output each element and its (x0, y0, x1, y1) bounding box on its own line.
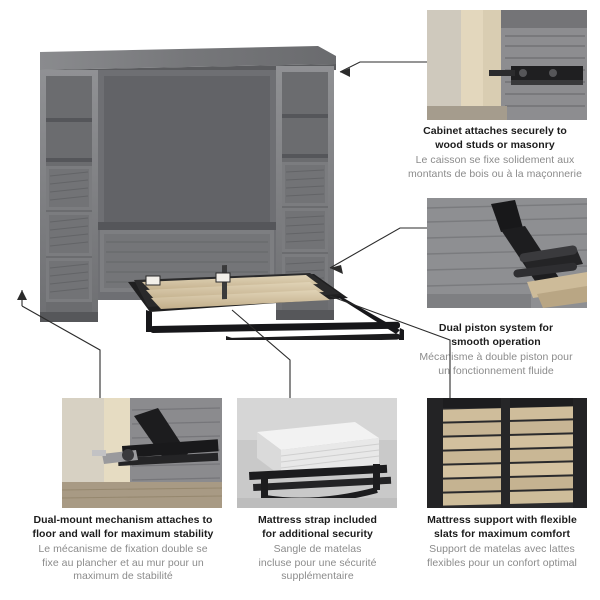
callout-dual-piston-en: Dual piston system for smooth operation (438, 322, 554, 348)
callout-dual-mount-en: Dual-mount mechanism attaches to floor a… (32, 514, 214, 540)
murphy-bed-main-image (40, 46, 404, 340)
callout-cabinet-attaches-en: Cabinet attaches securely to wood studs … (423, 125, 567, 151)
callout-mattress-strap-en: Mattress strap included for additional s… (257, 514, 377, 540)
callout-dual-mount: Dual-mount mechanism attaches to floor a… (8, 514, 238, 584)
callout-cabinet-attaches: Cabinet attaches securely to wood studs … (390, 125, 600, 181)
photo-mattress-strap (237, 398, 397, 508)
callout-mattress-strap-fr: Sangle de matelas incluse pour une sécur… (258, 542, 377, 583)
photo-dual-piston (427, 198, 587, 308)
photo-mattress-support (427, 398, 587, 508)
photo-cabinet-attaches (427, 10, 587, 120)
callout-mattress-strap: Mattress strap included for additional s… (230, 514, 405, 584)
callout-cabinet-attaches-fr: Le caisson se fixe solidement aux montan… (408, 153, 582, 180)
callout-dual-piston-fr: Mécanisme à double piston pour un foncti… (419, 350, 573, 377)
callout-dual-piston: Dual piston system for smooth operation … (400, 322, 592, 378)
callout-mattress-support-fr: Support de matelas avec lattes flexibles… (427, 542, 577, 569)
callout-dual-mount-fr: Le mécanisme de fixation double se fixe … (38, 542, 208, 583)
photo-dual-mount (62, 398, 222, 508)
callout-mattress-support-en: Mattress support with flexible slats for… (427, 514, 577, 540)
callout-mattress-support: Mattress support with flexible slats for… (404, 514, 600, 570)
